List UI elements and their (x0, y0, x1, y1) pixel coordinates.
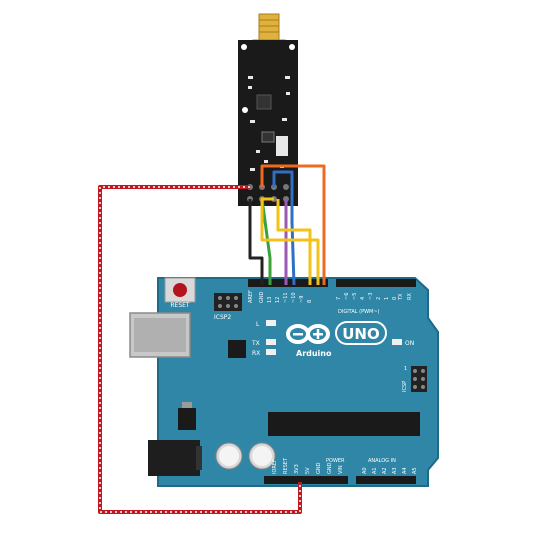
digital-header-right (336, 279, 416, 287)
reset-label: RESET (170, 302, 190, 309)
dc-power-jack (148, 440, 200, 476)
digital-pin-label-13: 0 (392, 297, 398, 300)
led-rx-label: RX (252, 350, 260, 357)
digital-pin-label-5: 8 (307, 300, 313, 303)
capacitors (215, 442, 276, 470)
voltage-regulator (178, 408, 196, 430)
led-l-label: L (256, 321, 260, 328)
power-pin-label-5: GND (327, 462, 333, 474)
wire-ce (260, 198, 272, 285)
analog-pin-label-5: A5 (412, 467, 418, 474)
power-pin-labels: IOREF RESET 3V3 5V GND GND VIN (272, 457, 344, 474)
wire-csn (260, 164, 326, 285)
digital-pin-label-1: 12 (275, 297, 281, 303)
status-leds (266, 320, 402, 355)
arduino-logo (286, 324, 330, 344)
analog-pin-labels: A0 A1 A2 A3 A4 A5 (362, 467, 418, 474)
icsp2-label: ICSP2 (214, 314, 231, 321)
on-label: ON (405, 340, 414, 347)
digital-pin-label-9: 4 (360, 297, 366, 300)
uno-badge (335, 321, 387, 345)
power-pin-label-3: 5V (305, 467, 311, 474)
analog-header (356, 476, 416, 484)
analog-pin-label-1: A1 (372, 467, 378, 474)
digital-pin-label-10: ~3 (368, 293, 374, 300)
analog-pin-label-0: A0 (362, 467, 368, 474)
brand-label: Arduino (296, 349, 332, 358)
wire-sck-end (276, 199, 312, 285)
wire-gnd (248, 199, 264, 285)
power-pin-label-6: VIN (338, 465, 344, 474)
reset-button (164, 277, 196, 303)
power-pin-label-0: IOREF (272, 459, 278, 474)
digital-pin-label-4: ~9 (299, 296, 305, 303)
analog-pin-label-4: A4 (402, 467, 408, 474)
icsp-one-label: 1 (404, 366, 407, 372)
digital-pin-label-2: ~11 (283, 292, 289, 303)
digital-pin-label-7: ~6 (344, 293, 350, 300)
digital-pin-label-11: 2 (376, 297, 382, 300)
power-pin-label-1: RESET (283, 457, 289, 474)
wire-sck (260, 197, 320, 285)
power-header (264, 476, 348, 484)
digital-pin-label-12: 1 (384, 297, 390, 300)
digital-pin-label-8: ~5 (352, 293, 358, 300)
digital-label: DIGITAL (PWM~) (338, 309, 380, 315)
analog-pin-label-2: A2 (382, 467, 388, 474)
gnd-label: GND (259, 291, 265, 303)
digital-pin-label-3: ~10 (291, 292, 297, 303)
power-label: POWER (326, 458, 345, 464)
icsp-label: ICSP (402, 381, 408, 392)
icsp2-header (214, 293, 242, 311)
aref-label: AREF (248, 290, 254, 303)
wire-3v3 (98, 185, 302, 514)
usb-chip (228, 340, 246, 358)
power-pin-label-4: GND (316, 462, 322, 474)
led-tx-label: TX (251, 340, 260, 347)
digital-pin-label-6: 7 (336, 297, 342, 300)
analog-pin-label-3: A3 (392, 467, 398, 474)
digital-pin-label-0: 13 (267, 297, 273, 303)
rx-pin-label: RX (407, 293, 413, 300)
nrf24l01-module (238, 13, 298, 206)
analog-label: ANALOG IN (368, 458, 396, 464)
digital-header-left (248, 279, 328, 287)
wire-miso (272, 170, 296, 286)
atmega-chip (268, 412, 420, 436)
power-pin-label-2: 3V3 (294, 464, 300, 474)
tx-pin-label: TX (398, 293, 404, 301)
icsp-header (411, 366, 427, 392)
wires (98, 164, 326, 514)
uno-label: UNO (342, 325, 380, 343)
